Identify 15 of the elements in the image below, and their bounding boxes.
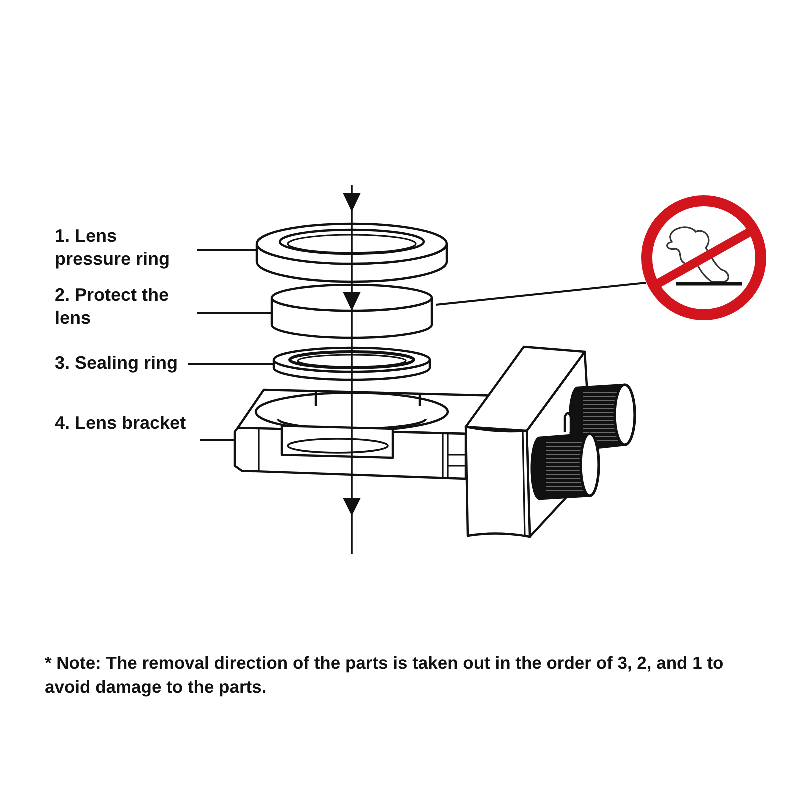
leader-line <box>197 249 257 251</box>
leader-line <box>200 439 235 441</box>
lens-bracket-drawing <box>232 344 638 540</box>
note-text: * Note: The removal direction of the parts is taken out in the order of 3, 2, and 1 to avoid damage to the parts. <box>45 652 725 699</box>
lens-disc-drawing <box>270 284 434 340</box>
leader-line <box>436 282 646 306</box>
no-touch-sign-icon <box>641 195 767 321</box>
part-label: 2. Protect the lens <box>55 284 187 330</box>
part-label: 3. Sealing ring <box>55 352 178 375</box>
leader-line <box>188 363 274 365</box>
leader-line <box>197 312 272 314</box>
part-label: 1. Lens pressure ring <box>55 225 187 271</box>
pressure-ring-drawing <box>255 222 449 284</box>
sealing-ring-drawing <box>272 346 432 382</box>
part-label: 4. Lens bracket <box>55 412 186 435</box>
